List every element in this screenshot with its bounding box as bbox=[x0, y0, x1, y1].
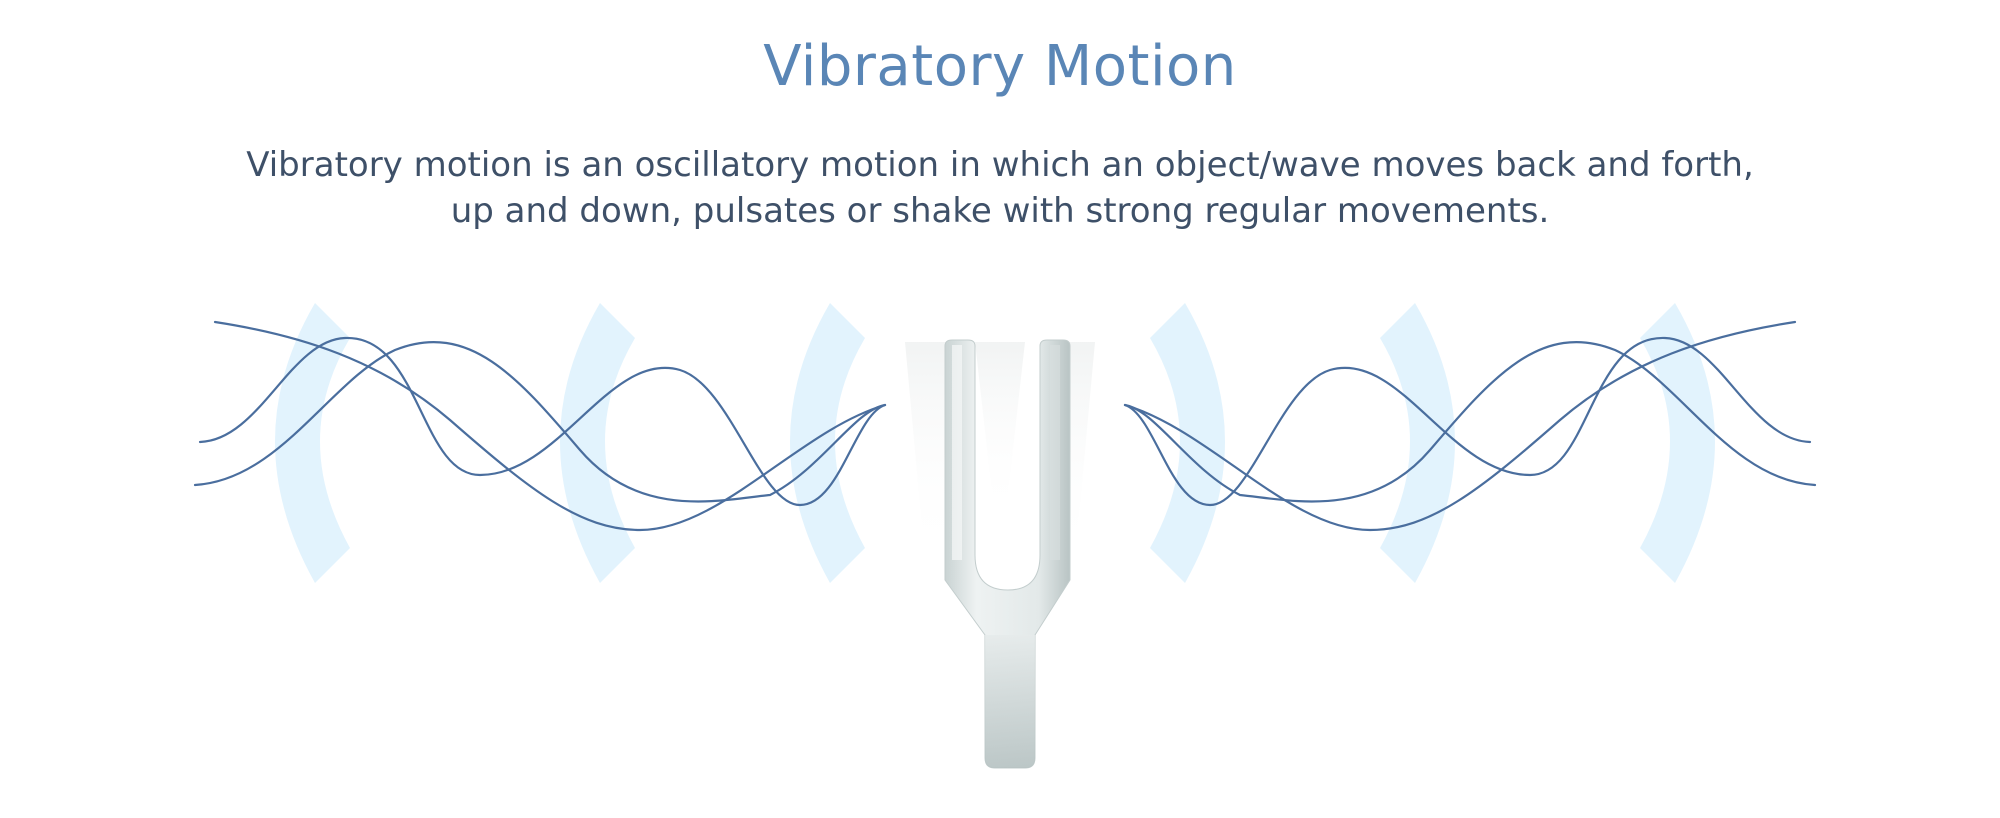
sound-arc-icon bbox=[1380, 303, 1455, 583]
left-waves bbox=[193, 320, 887, 532]
right-waves bbox=[1123, 320, 1817, 532]
sound-arc-icon bbox=[1640, 303, 1715, 583]
wave-line bbox=[193, 340, 887, 503]
wave-line bbox=[1123, 320, 1797, 532]
sound-arc-icon bbox=[1150, 303, 1225, 583]
description-line-1: Vibratory motion is an oscillatory motio… bbox=[246, 145, 1754, 185]
sound-arc-icon bbox=[790, 303, 865, 583]
wave-line bbox=[198, 336, 887, 507]
wave-line bbox=[1123, 336, 1812, 507]
tuning-fork-icon bbox=[905, 339, 1095, 769]
fork-vibration-blur bbox=[975, 342, 1025, 520]
fork-vibration-blur bbox=[905, 342, 955, 560]
page-title: Vibratory Motion bbox=[763, 34, 1237, 99]
sound-arc-icon bbox=[275, 303, 350, 583]
description-text: Vibratory motion is an oscillatory motio… bbox=[0, 142, 2000, 234]
sound-arc-icon bbox=[560, 303, 635, 583]
left-sound-arcs bbox=[275, 303, 865, 583]
right-sound-arcs bbox=[1150, 303, 1715, 583]
fork-handle bbox=[985, 635, 1035, 768]
wave-line bbox=[1123, 340, 1817, 503]
description-line-2: up and down, pulsates or shake with stro… bbox=[450, 191, 1550, 231]
wave-line bbox=[213, 320, 887, 532]
